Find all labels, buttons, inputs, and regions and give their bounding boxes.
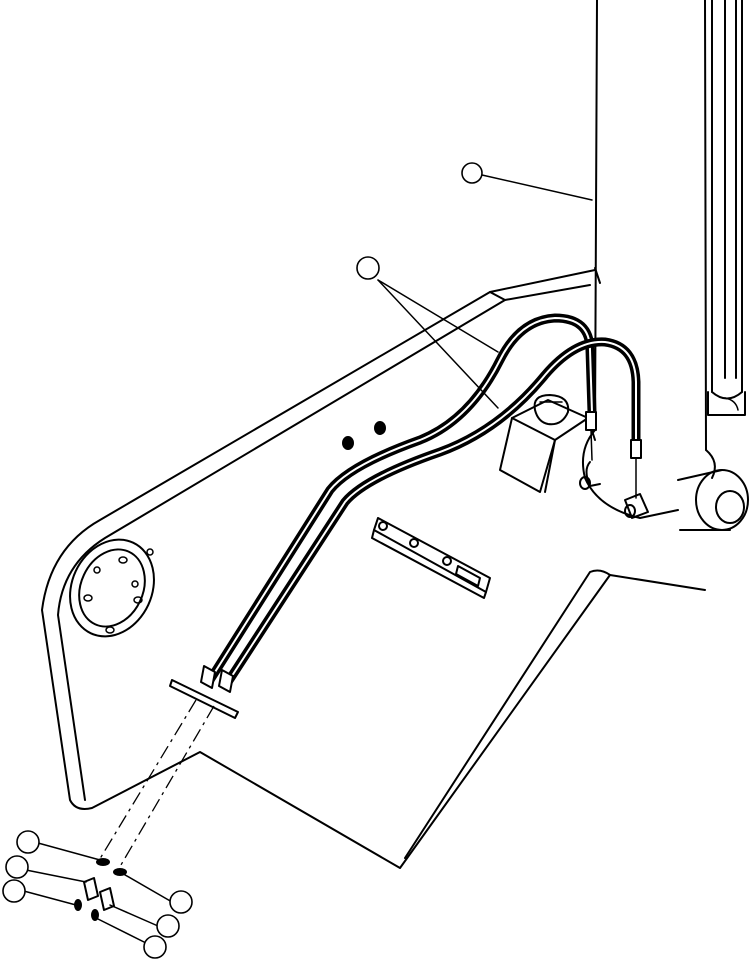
frame-plate (41, 267, 706, 869)
cylinder-base (579, 429, 749, 531)
bulkhead-plate (169, 665, 239, 719)
pivot-bore (69, 538, 155, 638)
callout-balloons (2, 162, 483, 959)
hydraulic-cylinder-tube (594, 0, 746, 451)
callout-balloon (156, 914, 180, 938)
hydraulic-hoses (205, 313, 642, 687)
exploded-center-lines (97, 699, 215, 871)
plate-holes (342, 421, 386, 450)
hose-clamp-bar (371, 517, 491, 599)
fittings (74, 858, 127, 921)
callout-balloon (2, 879, 26, 903)
leader-lines (19, 174, 593, 946)
callout-balloon (5, 855, 29, 879)
callout-balloon (143, 935, 167, 959)
callout-balloon (16, 830, 40, 854)
callout-balloon (169, 890, 193, 914)
callout-balloon (461, 162, 483, 184)
callout-balloon (356, 256, 380, 280)
